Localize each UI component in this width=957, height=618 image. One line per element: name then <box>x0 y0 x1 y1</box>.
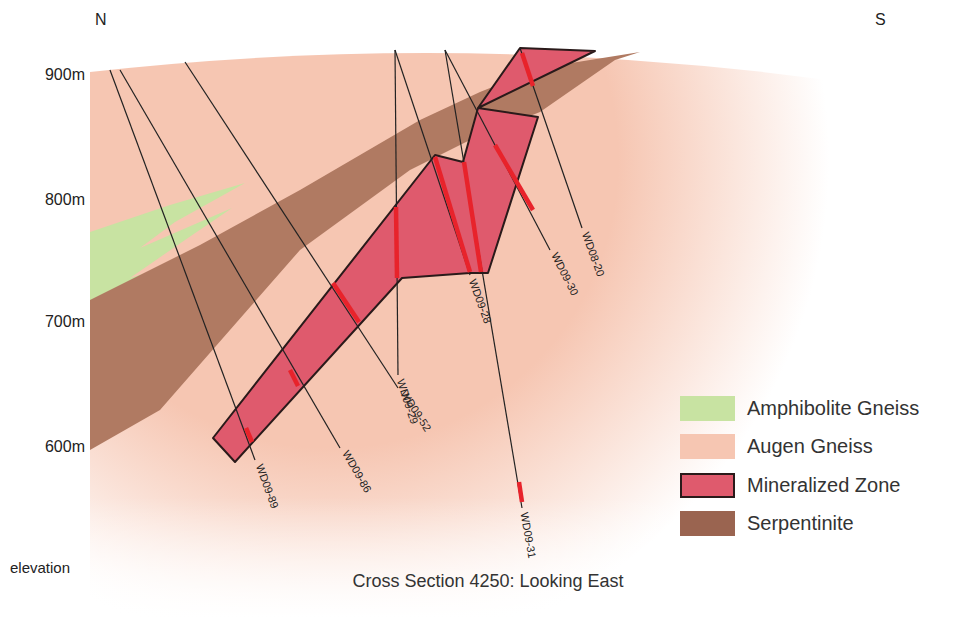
legend-label: Augen Gneiss <box>747 435 873 458</box>
caption: Cross Section 4250: Looking East <box>352 571 623 592</box>
intercept <box>333 283 359 322</box>
drill-hole <box>445 50 522 508</box>
drill-hole <box>445 50 550 250</box>
drill-hole <box>185 62 398 388</box>
drill-hole <box>395 50 470 275</box>
legend-entry: Serpentinite <box>680 511 854 536</box>
intercept <box>464 162 481 272</box>
legend-entry: Mineralized Zone <box>680 473 900 498</box>
legend-entry: Augen Gneiss <box>680 434 873 459</box>
legend-entry: Amphibolite Gneiss <box>680 396 919 421</box>
elevation-tick: 600m <box>45 439 85 455</box>
compass-label: S <box>875 12 886 28</box>
intercept <box>519 482 522 502</box>
compass-label: N <box>95 12 107 28</box>
depth-fade <box>90 300 890 618</box>
legend-swatch <box>680 434 735 459</box>
elevation-tick: 900m <box>45 67 85 83</box>
intercept <box>396 207 397 278</box>
legend-label: Amphibolite Gneiss <box>747 397 919 420</box>
legend-label: Serpentinite <box>747 512 854 535</box>
drill-hole <box>120 70 340 448</box>
intercept <box>495 145 533 210</box>
intercept <box>522 53 533 86</box>
intercept <box>246 428 252 442</box>
elevation-tick: 700m <box>45 314 85 330</box>
intercept <box>290 370 298 386</box>
legend-swatch <box>680 473 735 498</box>
legend-swatch <box>680 396 735 421</box>
legend-swatch <box>680 511 735 536</box>
drill-hole <box>395 50 398 375</box>
axis-label: elevation <box>10 560 70 575</box>
legend-label: Mineralized Zone <box>747 474 900 497</box>
elevation-tick: 800m <box>45 192 85 208</box>
